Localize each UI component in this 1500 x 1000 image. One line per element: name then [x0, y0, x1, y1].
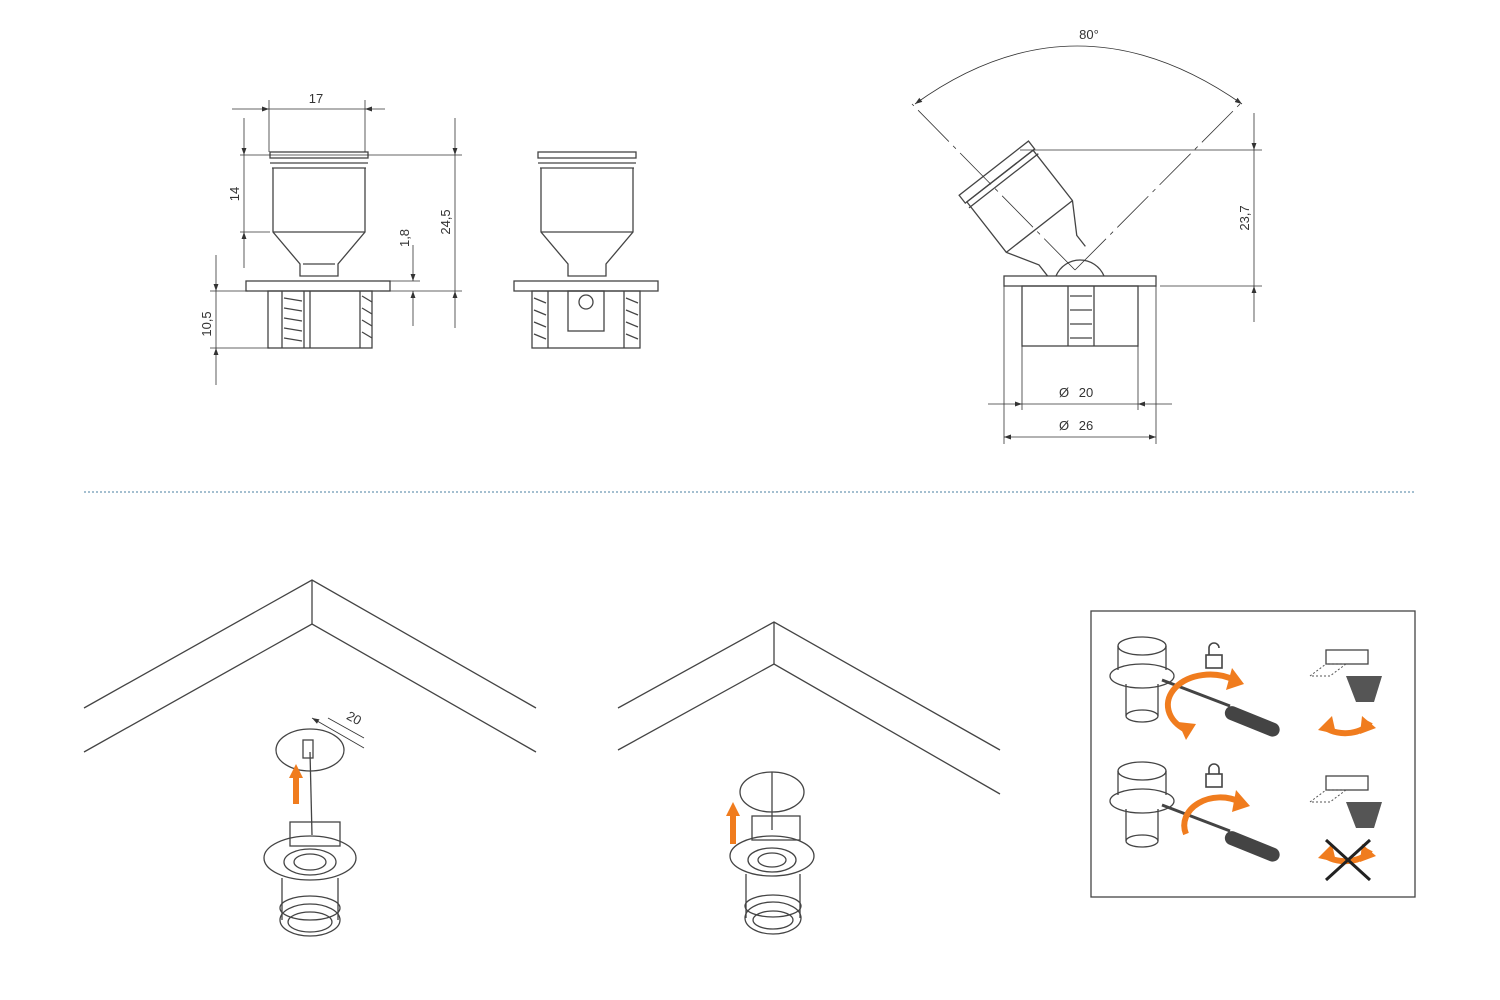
installation-step-1: 20 [83, 579, 537, 937]
lock-closed-icon [1205, 763, 1223, 788]
dim-diameter-outer: 26 [1079, 418, 1093, 433]
arrow-up-icon [726, 802, 740, 844]
housing-locked [1109, 761, 1175, 848]
dim-body-height: 10,5 [199, 311, 214, 336]
rotate-arrow-icon [1164, 668, 1244, 740]
spotlight-unit-step-2 [729, 815, 815, 935]
rotate-arrow-icon [1181, 790, 1250, 836]
dim-total-height: 24,5 [438, 209, 453, 234]
dim-tilt-angle: 80° [1079, 27, 1099, 42]
spotlight-unit-step-1 [263, 821, 357, 937]
front-view: 17 14 24,5 1,8 10,5 [199, 91, 462, 385]
front-view-housing [267, 290, 373, 349]
front-view-flange [245, 280, 391, 292]
tilt-blocked-illustration [1308, 775, 1382, 882]
tilt-free-illustration [1308, 649, 1382, 737]
side-view [513, 151, 659, 349]
cross-out-icon [1324, 838, 1372, 882]
housing-unlocked [1109, 636, 1175, 723]
dim-flange-thickness: 1,8 [397, 229, 412, 247]
adjustment-panel [1090, 610, 1416, 898]
dim-hole-size: 20 [344, 708, 364, 728]
dim-head-height: 14 [227, 187, 242, 201]
dim-tilt-height: 23,7 [1237, 205, 1252, 230]
screwdriver-icon [1161, 678, 1280, 737]
arrow-up-icon [289, 764, 303, 804]
dim-width-top: 17 [309, 91, 323, 106]
screwdriver-icon [1161, 803, 1280, 862]
front-view-head [269, 151, 369, 277]
installation-step-2 [617, 621, 1001, 935]
dim-diameter-inner: 20 [1079, 385, 1093, 400]
diameter-symbol-outer: Ø [1059, 418, 1069, 433]
rotate-arrow-icon [1318, 716, 1376, 737]
lock-step [1109, 761, 1280, 862]
rotate-arrow-icon [1318, 844, 1376, 865]
unlock-step [1109, 636, 1280, 740]
diameter-symbol-inner: Ø [1059, 385, 1069, 400]
tilted-view: 80° 23,7 Ø 20 Ø 26 [911, 27, 1262, 444]
front-view-dimensions: 17 14 24,5 1,8 10,5 [199, 91, 462, 385]
lock-open-icon [1205, 642, 1223, 669]
